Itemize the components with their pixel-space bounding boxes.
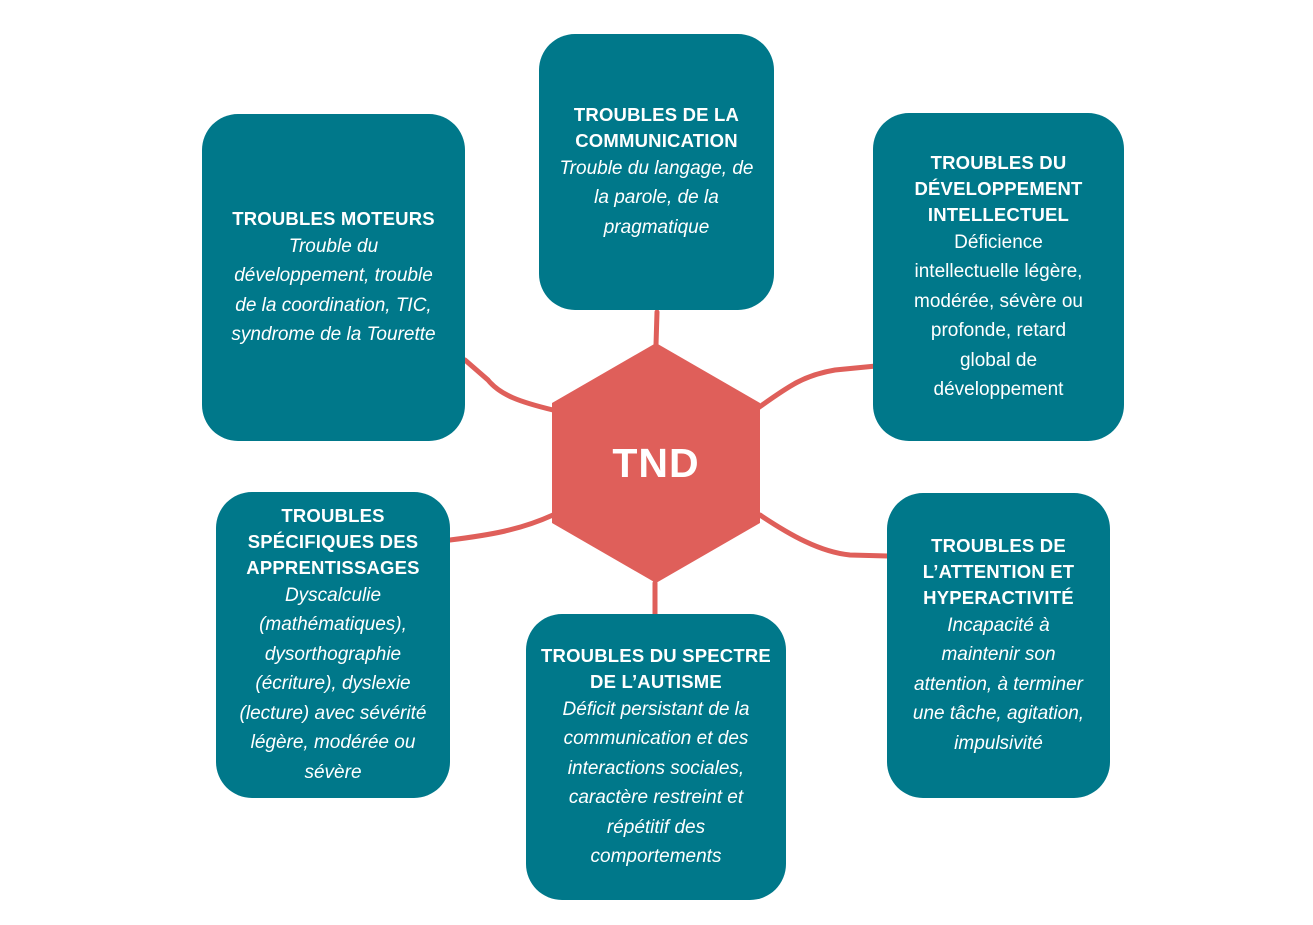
desc-line: syndrome de la Tourette: [231, 324, 436, 345]
desc-line: pragmatique: [603, 216, 710, 238]
box-troubles-moteurs: TROUBLES MOTEURS Trouble du développemen…: [202, 114, 465, 441]
connector-developpement-intellectuel: [755, 363, 879, 411]
connector-moteurs: [462, 357, 556, 413]
box-title: TROUBLES DU DÉVELOPPEMENT INTELLECTUEL: [914, 150, 1082, 228]
desc-line: (mathématiques),: [259, 614, 407, 636]
desc-line: communication et des: [563, 728, 749, 749]
box-troubles-apprentissages: TROUBLES SPÉCIFIQUES DES APPRENTISSAGES …: [216, 492, 450, 798]
desc-line: maintenir son: [941, 644, 1056, 666]
desc-line: Trouble du langage, de: [559, 157, 754, 179]
desc-line: développement: [933, 379, 1064, 400]
desc-line: la parole, de la: [594, 187, 719, 209]
box-troubles-autisme: TROUBLES DU SPECTRE DE L’AUTISME Déficit…: [526, 614, 786, 900]
desc-line: Déficience: [954, 231, 1043, 253]
desc-line: Trouble du: [288, 235, 379, 257]
title-line: INTELLECTUEL: [927, 203, 1070, 225]
connector-attention: [757, 512, 891, 559]
title-line: COMMUNICATION: [575, 129, 738, 151]
desc-line: légère, modérée ou: [250, 732, 416, 754]
box-description: Déficience intellectuelle légère, modéré…: [914, 228, 1083, 405]
desc-line: global de: [959, 349, 1038, 371]
title-line: APPRENTISSAGES: [246, 556, 420, 578]
box-title: TROUBLES DE LA COMMUNICATION: [574, 102, 739, 154]
hub-label: TND: [612, 439, 700, 486]
title-line: TROUBLES DU SPECTRE: [541, 644, 771, 666]
box-description: Trouble du développement, trouble de la …: [231, 232, 435, 350]
desc-line: comportements: [590, 846, 722, 867]
title-line: TROUBLES MOTEURS: [232, 207, 435, 229]
box-troubles-communication: TROUBLES DE LA COMMUNICATION Trouble du …: [539, 34, 774, 310]
desc-line: Incapacité à: [947, 614, 1050, 636]
box-description: Trouble du langage, de la parole, de la …: [559, 154, 753, 243]
tnd-hub: TND: [552, 343, 760, 583]
desc-line: dysorthographie: [264, 643, 402, 665]
desc-line: modérée, sévère ou: [914, 290, 1083, 312]
title-line: TROUBLES DE: [931, 534, 1066, 556]
connector-apprentissages: [447, 512, 556, 543]
desc-line: répétitif des: [606, 816, 706, 838]
box-description: Incapacité à maintenir son attention, à …: [913, 611, 1084, 759]
connector-communication: [653, 309, 660, 348]
box-description: Dyscalculie (mathématiques), dysorthogra…: [240, 581, 427, 788]
title-line: TROUBLES DU: [930, 151, 1067, 173]
box-description: Déficit persistant de la communication e…: [563, 695, 750, 872]
desc-line: développement, trouble: [234, 265, 433, 286]
box-title: TROUBLES MOTEURS: [232, 206, 435, 232]
desc-line: (lecture) avec sévérité: [239, 702, 427, 724]
box-title: TROUBLES SPÉCIFIQUES DES APPRENTISSAGES: [246, 503, 419, 581]
title-line: TROUBLES DE LA: [573, 103, 740, 125]
desc-line: (écriture), dyslexie: [255, 673, 411, 695]
desc-line: attention, à terminer: [914, 673, 1083, 695]
title-line: SPÉCIFIQUES DES: [247, 530, 419, 552]
desc-line: Déficit persistant de la: [562, 698, 750, 720]
desc-line: impulsivité: [954, 732, 1043, 754]
desc-line: interactions sociales,: [567, 757, 745, 779]
title-line: DÉVELOPPEMENT: [914, 177, 1083, 199]
title-line: DE L’AUTISME: [590, 670, 722, 692]
title-line: L’ATTENTION ET: [922, 560, 1075, 582]
title-line: HYPERACTIVITÉ: [923, 586, 1074, 608]
desc-line: profonde, retard: [930, 320, 1067, 341]
desc-line: caractère restreint et: [568, 787, 744, 808]
desc-line: de la coordination, TIC,: [235, 294, 432, 316]
box-troubles-attention: TROUBLES DE L’ATTENTION ET HYPERACTIVITÉ…: [887, 493, 1110, 798]
desc-line: une tâche, agitation,: [912, 703, 1085, 725]
desc-line: sévère: [304, 761, 362, 783]
title-line: TROUBLES: [281, 504, 385, 526]
desc-line: intellectuelle légère,: [914, 261, 1083, 282]
desc-line: Dyscalculie: [284, 584, 382, 606]
box-title: TROUBLES DU SPECTRE DE L’AUTISME: [541, 643, 771, 695]
box-troubles-developpement-intellectuel: TROUBLES DU DÉVELOPPEMENT INTELLECTUEL D…: [873, 113, 1124, 441]
box-title: TROUBLES DE L’ATTENTION ET HYPERACTIVITÉ: [923, 533, 1074, 611]
